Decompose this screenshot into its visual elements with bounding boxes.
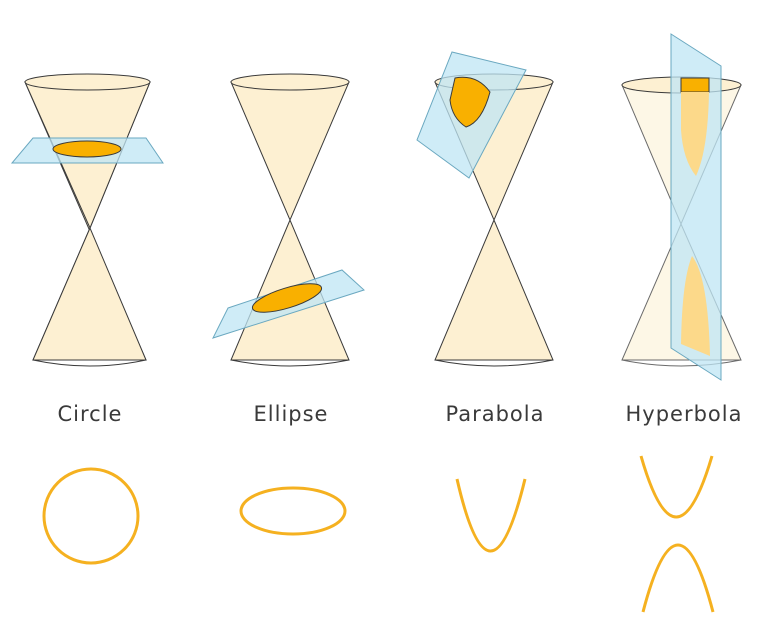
circle-label: Circle <box>58 402 123 426</box>
parabola-bottom-rim <box>434 359 554 367</box>
hyperbola-upper-section <box>681 92 709 176</box>
circle-double-cone <box>24 73 151 367</box>
ellipse-panel: Ellipse <box>212 73 365 536</box>
parabola-cross-section <box>449 76 491 128</box>
circle-panel: Circle <box>10 73 164 565</box>
hyperbola-bottom-rim <box>621 359 742 367</box>
parabola-lower-nappe <box>434 218 554 361</box>
hyperbola-lower-branch <box>641 543 715 613</box>
hyperbola-upper-section-edge <box>680 77 710 93</box>
hyperbola-lower-section <box>681 256 710 356</box>
ellipse-top-rim <box>230 73 350 91</box>
ellipse-upper-nappe <box>230 81 350 222</box>
ellipse-curve <box>239 486 347 536</box>
parabola-label: Parabola <box>446 402 545 426</box>
parabola-curve <box>455 478 527 553</box>
hyperbola-upper-branch <box>639 455 714 519</box>
parabola-panel: Parabola <box>416 51 554 553</box>
ellipse-cross-section <box>251 283 323 313</box>
hyperbola-label: Hyperbola <box>626 402 743 426</box>
circle-lower-nappe <box>32 226 147 361</box>
circle-cross-section <box>52 140 122 158</box>
ellipse-label: Ellipse <box>254 402 329 426</box>
circle-curve <box>42 467 140 565</box>
ellipse-bottom-rim <box>230 359 350 367</box>
circle-bottom-rim <box>32 359 147 367</box>
circle-top-rim <box>24 73 151 91</box>
hyperbola-panel: Hyperbola <box>621 33 743 613</box>
